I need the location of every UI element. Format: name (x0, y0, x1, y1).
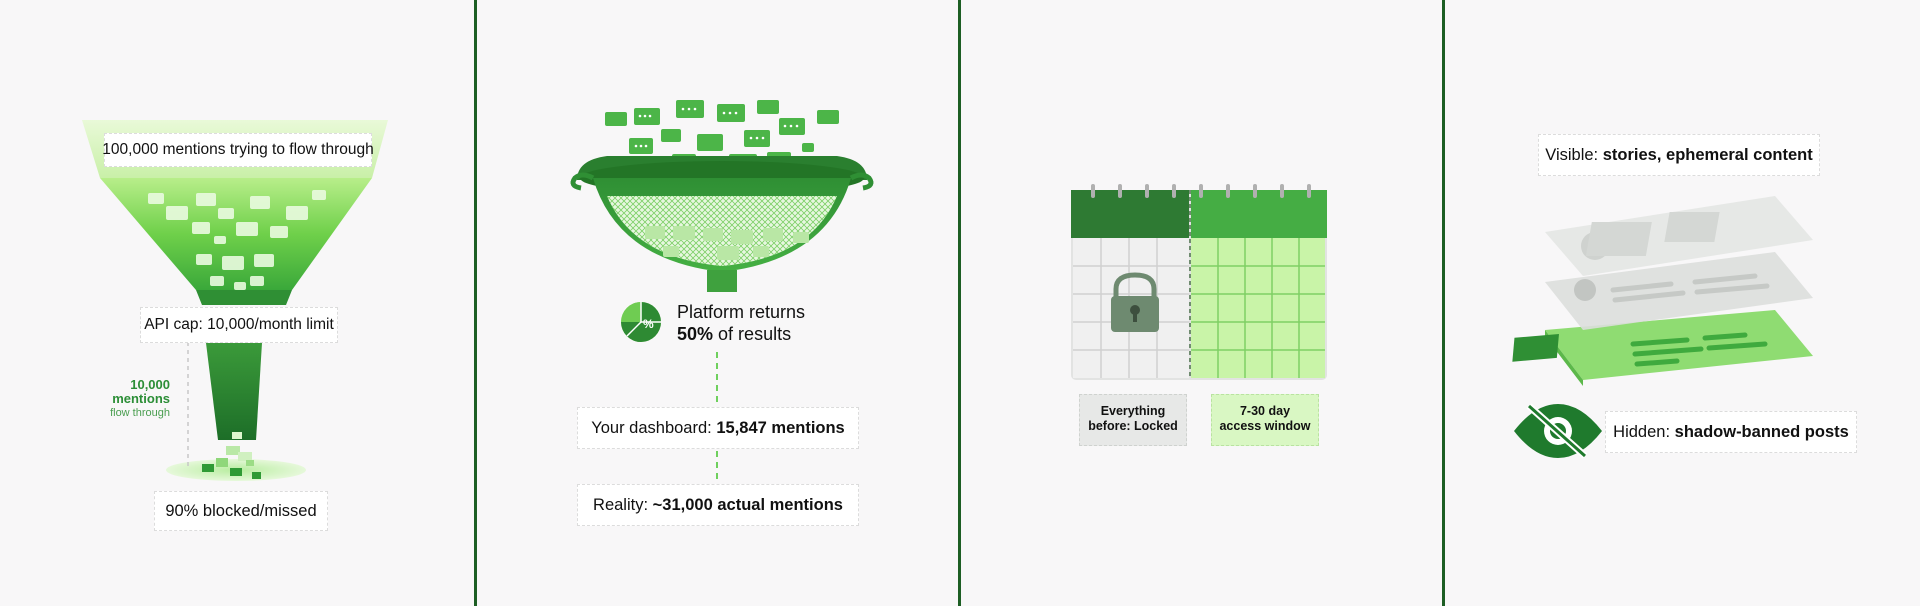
panel-hidden-content: Visible: stories, ephemeral content Hidd… (1445, 0, 1920, 606)
percent-pie-icon (621, 302, 661, 342)
calendar-icon (1071, 184, 1327, 380)
panel-divider-3 (1442, 0, 1445, 606)
visible-content-label: Visible: stories, ephemeral content (1538, 134, 1820, 176)
dashboard-count-label: Your dashboard: 15,847 mentions (577, 407, 859, 449)
access-window-label: 7-30 day access window (1211, 394, 1319, 446)
stat-percent: 50% (677, 324, 714, 344)
flow-word: mentions (112, 391, 170, 407)
colander-illustration (570, 100, 874, 488)
platform-returns-stat: Platform returns 50% of results (677, 301, 805, 345)
stat-rest: of results (718, 324, 792, 344)
locked-period-label: Everything before: Locked (1079, 394, 1187, 446)
reality-count-label: Reality: ~31,000 actual mentions (577, 484, 859, 526)
panel-calendar-window: Everything before: Locked 7-30 day acces… (961, 0, 1442, 606)
api-cap-label: API cap: 10,000/month limit (140, 307, 338, 343)
panel-divider-1 (474, 0, 477, 606)
pie-percent-symbol: % (643, 317, 654, 331)
flow-sub: flow through (110, 406, 170, 419)
blocked-label: 90% blocked/missed (154, 491, 328, 531)
eye-slash-icon (1514, 403, 1602, 459)
panel-colander-sampling: % Platform returns 50% of results Your d… (477, 0, 958, 606)
flow-through-annotation: 10,000 mentions flow through (84, 377, 170, 419)
panel-api-cap-funnel: 100,000 mentions trying to flow through … (0, 0, 474, 606)
panel-divider-2 (958, 0, 961, 606)
flow-count: 10,000 (130, 377, 170, 392)
hidden-content-label: Hidden: shadow-banned posts (1605, 411, 1857, 453)
stat-line-1: Platform returns (677, 302, 806, 322)
stacked-layers-icon (1512, 196, 1813, 459)
lock-icon (1111, 272, 1159, 332)
funnel-top-label: 100,000 mentions trying to flow through (102, 133, 374, 167)
